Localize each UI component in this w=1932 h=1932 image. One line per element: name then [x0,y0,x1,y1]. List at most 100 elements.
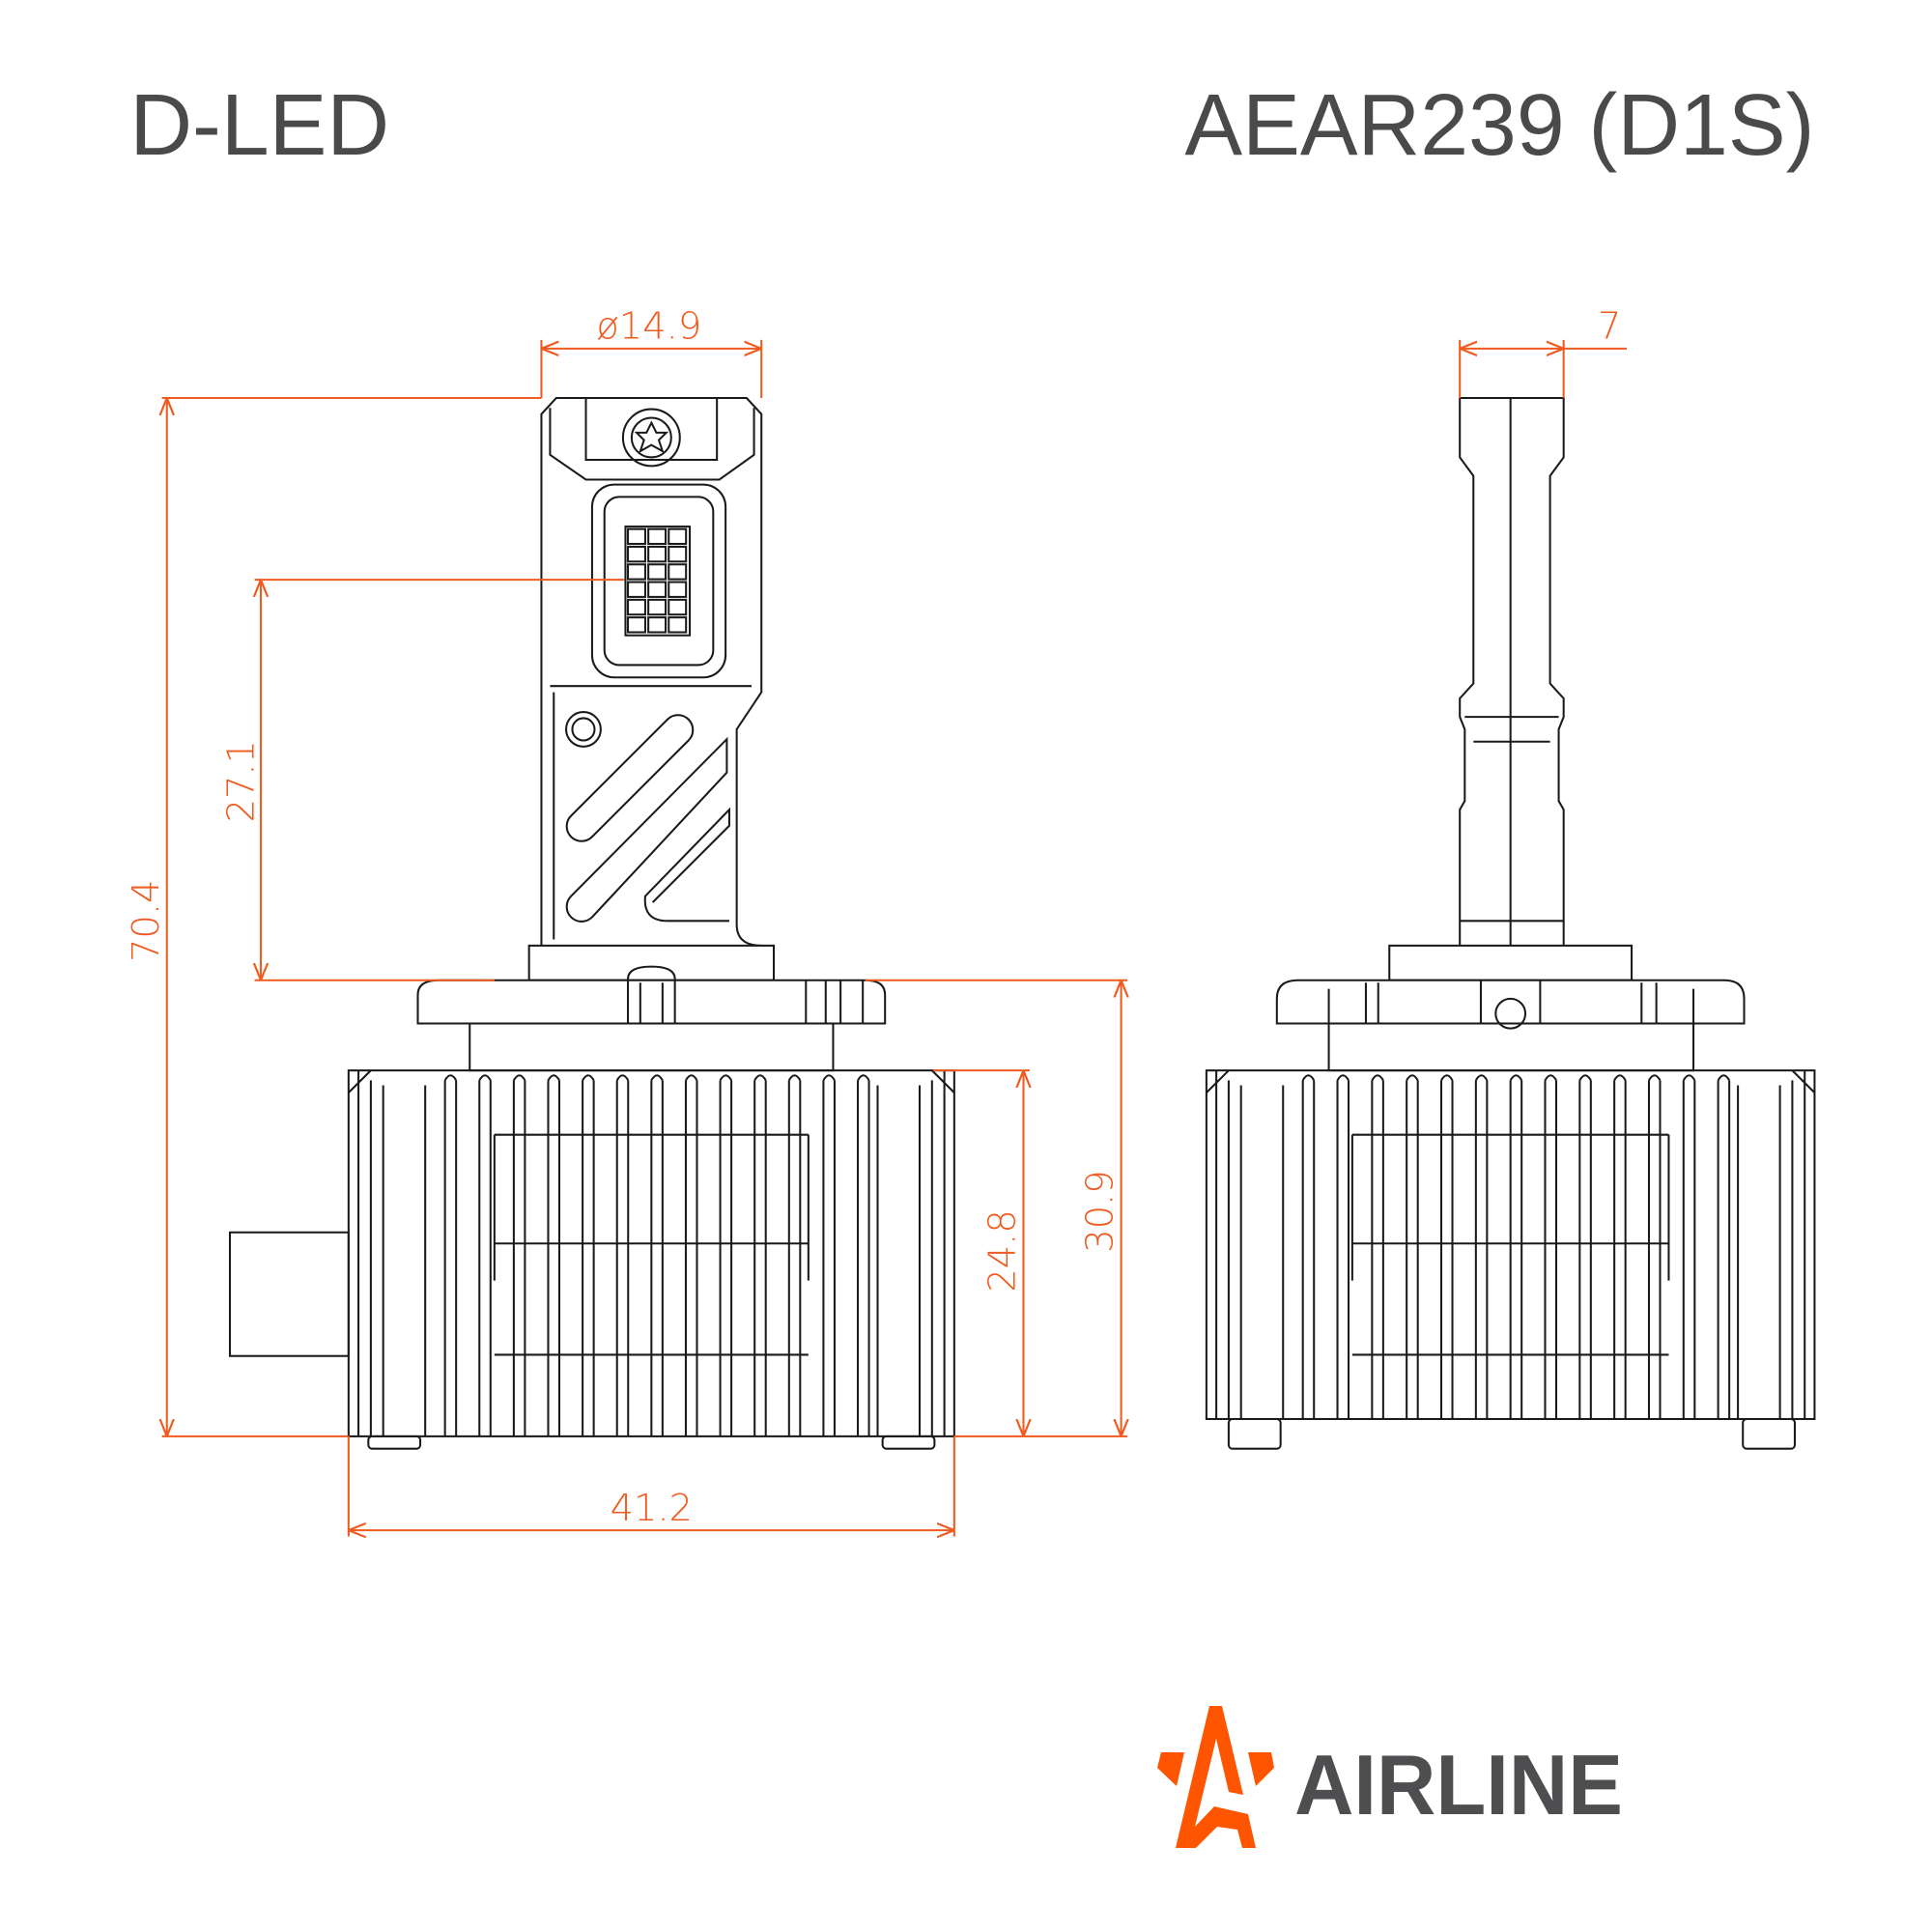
screw-head [630,416,672,459]
fin [547,1074,561,1436]
fin [582,1074,595,1436]
logo-star-icon [1175,1706,1256,1848]
heatsink-fins [348,1069,955,1436]
led-chip [624,526,692,637]
fin [822,1074,836,1436]
fin [478,1074,492,1436]
dim-heatsink-height-label: 24.8 [981,1209,1025,1292]
dim-led-height-label: 27.1 [219,740,263,822]
fin [650,1074,664,1436]
led-housing [590,483,727,679]
fin [443,1074,458,1436]
led-cell [647,598,668,616]
vent-hole [565,711,602,748]
internal-board [493,1133,810,1356]
neck [469,1022,835,1072]
fin [787,1074,802,1436]
model-title: AEAR239 (D1S) [1184,76,1814,173]
fin [1509,1074,1523,1419]
side-foot-right [1742,1417,1796,1450]
dimension-base-height: 30.9 [865,979,1127,1437]
foot-right [881,1435,936,1450]
screw-icon [621,408,681,468]
led-cell [647,527,668,546]
dimension-led-height: 27.1 [219,579,625,981]
led-cell [647,616,668,634]
side-flange-details [1327,980,1695,1024]
stem-outline [540,397,763,947]
led-cell [627,598,646,616]
airline-logo: AIRLINE [1157,1706,1623,1848]
fin [1301,1074,1316,1419]
fin [1474,1074,1489,1419]
fin [512,1074,526,1436]
base-plate [527,944,776,981]
stem-cap [549,398,755,481]
stem-lower [550,685,752,940]
side-stem-lines [1460,398,1564,1024]
slot-1 [565,714,695,842]
led-cell [668,563,688,581]
logo-text: AIRLINE [1294,1737,1623,1833]
front-view [228,397,955,1450]
fin-edge [348,1069,955,1436]
led-cell [668,581,688,598]
led-cell [668,616,688,634]
logo-wing-right [1248,1752,1274,1786]
connector [228,1231,350,1357]
dim-base-height-label: 30.9 [1079,1170,1122,1252]
fin [1717,1074,1731,1419]
dim-thickness-label: 7 [1598,305,1621,349]
dimension-heatsink-height: 24.8 [933,1069,1030,1436]
led-cell [627,616,646,634]
side-neck [1327,1022,1695,1072]
slot-2 [565,736,728,923]
fin [1613,1074,1627,1419]
fin [857,1074,870,1436]
dim-total-height-label: 70.4 [125,880,168,962]
foot-left [367,1435,422,1450]
dim-width-label: 41.2 [611,1487,693,1530]
led-cell [627,527,646,546]
led-frame [603,496,715,667]
logo-wing-left [1157,1752,1184,1786]
dim-diameter-label: ø14.9 [596,305,701,349]
led-cell [627,545,646,563]
side-stem [1459,397,1565,946]
fin [753,1074,767,1436]
fin [1682,1074,1696,1419]
fin [1336,1074,1350,1419]
fin [1371,1074,1384,1419]
fin [684,1074,698,1436]
dimension-width: 41.2 [347,1435,955,1537]
dimension-total-height: 70.4 [125,397,542,1437]
fin [719,1074,733,1436]
led-chip-grid [624,526,692,637]
side-heatsink-fins [1206,1069,1816,1419]
product-line-title: D-LED [129,76,389,173]
fin [1647,1074,1662,1419]
slot-3 [643,807,730,923]
screw-star-icon [634,420,669,454]
fin [1578,1074,1592,1419]
fin [1544,1074,1558,1419]
vent-hole-inner [571,717,596,742]
led-cell [647,545,668,563]
led-cell [627,563,646,581]
internal-board [1350,1133,1670,1356]
led-cell [627,581,646,598]
fin [1439,1074,1454,1419]
flange-details [627,965,865,1024]
fin [1406,1074,1419,1419]
side-foot-left [1227,1417,1282,1450]
side-pin [1494,997,1527,1030]
fin [615,1074,630,1436]
dimension-diameter: ø14.9 [540,305,763,399]
led-cell [647,581,668,598]
fin-edge [1206,1069,1816,1419]
side-base-plate [1388,944,1634,981]
led-cell [668,545,688,563]
flange [416,979,887,1025]
